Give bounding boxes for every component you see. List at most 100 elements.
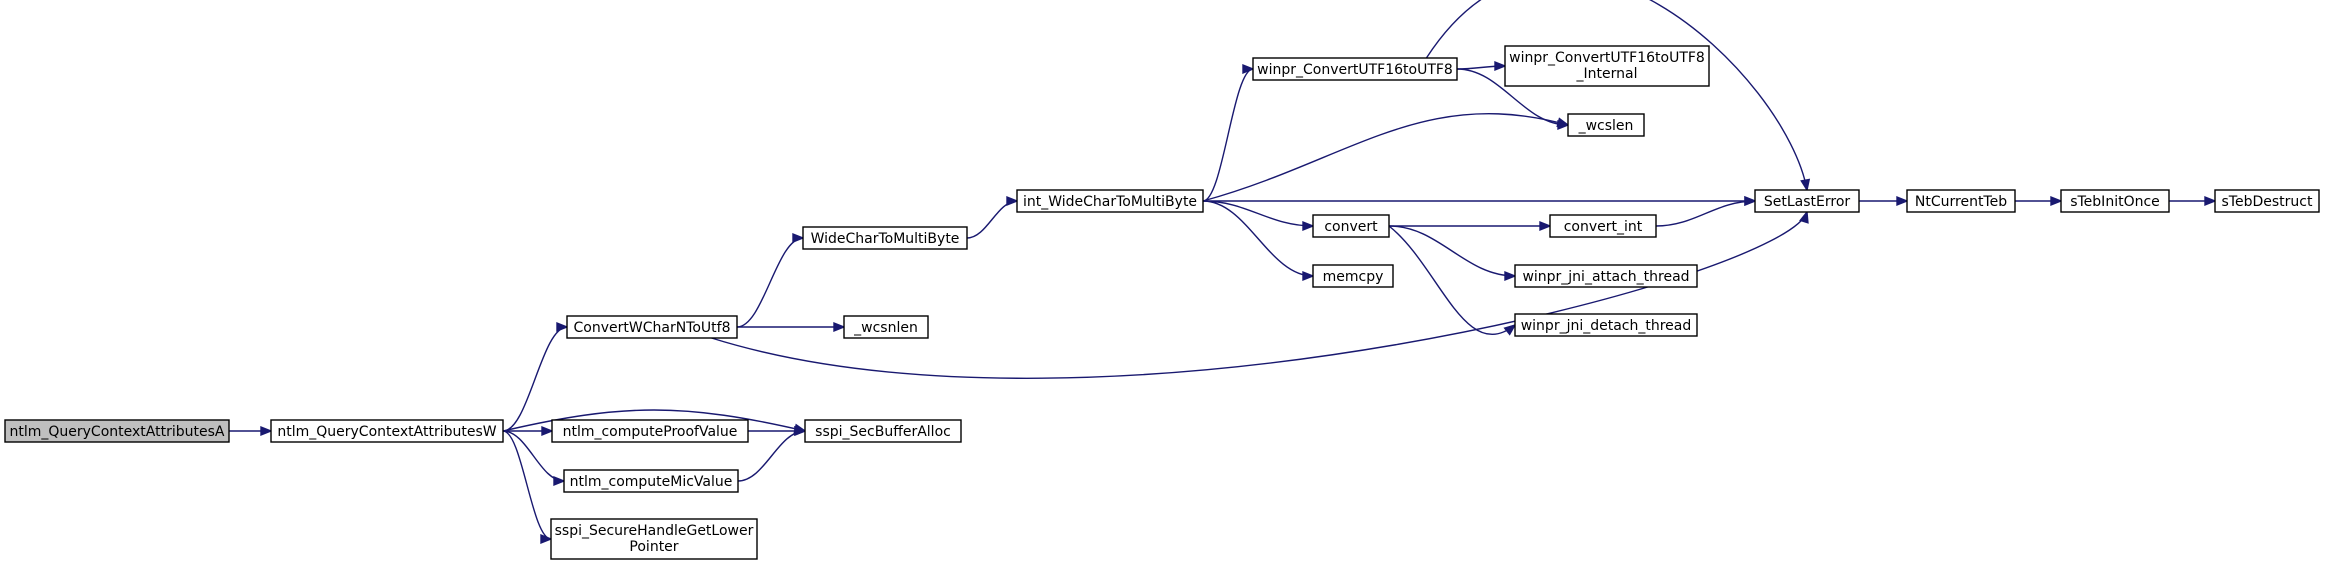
edge-line	[711, 211, 1808, 379]
node-label: memcpy	[1323, 269, 1384, 285]
node-nt-current-teb[interactable]: NtCurrentTeb	[1906, 189, 2016, 213]
node-label: _Internal	[1576, 66, 1638, 82]
edge-line	[1202, 200, 1314, 277]
edge-ntTeb-to-tebInit	[2015, 195, 2063, 207]
node-int-wide-char-to-multi-byte[interactable]: int_WideCharToMultiByte	[1016, 189, 1204, 213]
edge-arrowhead	[1557, 119, 1570, 131]
edge-arrowhead	[1302, 220, 1315, 232]
edge-arrowhead	[833, 321, 846, 333]
edge-arrowhead	[260, 425, 273, 437]
edge-intWide-to-wcslen	[1202, 113, 1570, 202]
edge-arrowhead	[1242, 63, 1255, 75]
node-s-teb-destruct[interactable]: sTebDestruct	[2214, 189, 2320, 213]
edge-arrowhead	[1799, 210, 1809, 224]
node-sspi-sec-buffer-alloc[interactable]: sspi_SecBufferAlloc	[804, 419, 962, 443]
edge-convWChar-to-wideChar	[736, 232, 805, 328]
edge-qcaW-to-mic	[502, 430, 566, 487]
edge-convert-to-detach	[1388, 225, 1517, 336]
edge-u16u8-to-wcslen	[1456, 68, 1570, 131]
edge-line	[966, 200, 1018, 239]
edge-arrowhead	[1503, 323, 1517, 336]
edge-line	[1425, 0, 1808, 191]
node-ntlm-query-context-attributes-a[interactable]: ntlm_QueryContextAttributesA	[4, 419, 230, 443]
edge-qcaA-to-qcaW	[229, 425, 273, 437]
edge-u16u8-to-u16u8i	[1456, 60, 1507, 72]
node-label: convert_int	[1564, 219, 1643, 235]
node-sspi-secure-handle-get-lower-pointer[interactable]: sspi_SecureHandleGetLower Pointer	[550, 518, 758, 560]
node-wcslen[interactable]: _wcslen	[1567, 113, 1645, 137]
edge-arrowhead	[794, 425, 807, 437]
node-memcpy[interactable]: memcpy	[1312, 264, 1394, 288]
edge-arrowhead	[1539, 220, 1552, 232]
edge-arrowhead	[1896, 195, 1909, 207]
edge-convWChar-to-wcsnlen	[737, 321, 846, 333]
edge-line	[1456, 68, 1569, 126]
node-label: ntlm_computeProofValue	[563, 424, 738, 440]
edge-line	[1202, 200, 1314, 227]
edge-mic-to-secBuf	[737, 425, 807, 482]
node-label: winpr_jni_detach_thread	[1521, 318, 1692, 334]
node-label: winpr_ConvertUTF16toUTF8	[1509, 50, 1705, 66]
node-set-last-error[interactable]: SetLastError	[1754, 189, 1860, 213]
edge-arrowhead	[541, 425, 554, 437]
node-label: ntlm_QueryContextAttributesA	[10, 424, 225, 440]
node-s-teb-init-once[interactable]: sTebInitOnce	[2060, 189, 2170, 213]
edge-convert-to-attach	[1388, 225, 1517, 282]
edge-arrowhead	[1302, 270, 1315, 282]
edge-line	[736, 237, 804, 328]
edge-line	[1202, 68, 1254, 202]
node-label: int_WideCharToMultiByte	[1023, 194, 1197, 210]
node-label: sspi_SecureHandleGetLower	[555, 523, 754, 539]
node-label: sspi_SecBufferAlloc	[815, 424, 951, 440]
edge-line	[1388, 225, 1516, 335]
edge-arrowhead	[2050, 195, 2063, 207]
node-label: _wcsnlen	[853, 320, 918, 336]
edge-arrowhead	[1504, 270, 1517, 282]
edge-u16u8-to-setLastError	[1425, 0, 1811, 192]
edge-line	[1655, 200, 1756, 227]
edge-intWide-to-convert	[1202, 200, 1315, 232]
edge-qcaW-to-convWChar	[502, 321, 569, 432]
edge-arrowhead	[1744, 195, 1757, 207]
node-convert[interactable]: convert	[1312, 214, 1390, 238]
edges-layer	[229, 0, 2217, 545]
node-wcsnlen[interactable]: _wcsnlen	[843, 315, 929, 339]
edge-line	[502, 326, 568, 432]
edge-convWChar-to-setLastError	[711, 210, 1809, 379]
node-label: NtCurrentTeb	[1915, 194, 2007, 210]
edge-arrowhead	[1800, 178, 1811, 192]
node-winpr-convert-utf16-to-utf8-internal[interactable]: winpr_ConvertUTF16toUTF8 _Internal	[1504, 45, 1710, 87]
node-label: ConvertWCharNToUtf8	[574, 320, 731, 336]
edge-line	[502, 430, 552, 540]
edge-intWide-to-u16u8	[1202, 63, 1255, 202]
node-winpr-jni-detach-thread[interactable]: winpr_jni_detach_thread	[1514, 313, 1698, 337]
edge-qcaW-to-secureHandle	[502, 430, 553, 545]
node-ntlm-query-context-attributes-w[interactable]: ntlm_QueryContextAttributesW	[270, 419, 504, 443]
edge-line	[502, 409, 806, 432]
node-ntlm-compute-mic-value[interactable]: ntlm_computeMicValue	[563, 469, 739, 493]
edge-line	[1388, 225, 1516, 277]
node-wide-char-to-multi-byte[interactable]: WideCharToMultiByte	[802, 226, 968, 250]
edge-intWide-to-setLastError	[1203, 195, 1757, 207]
node-label: _wcslen	[1578, 118, 1634, 134]
edge-arrowhead	[2204, 195, 2217, 207]
node-label: ntlm_QueryContextAttributesW	[277, 424, 496, 440]
node-label: winpr_jni_attach_thread	[1522, 269, 1689, 285]
edge-arrowhead	[1006, 195, 1019, 207]
node-label: sTebDestruct	[2222, 194, 2313, 210]
node-winpr-jni-attach-thread[interactable]: winpr_jni_attach_thread	[1514, 264, 1698, 288]
edge-arrowhead	[556, 321, 569, 333]
node-label: convert	[1324, 219, 1378, 235]
nodes-layer: ntlm_QueryContextAttributesA ntlm_QueryC…	[4, 45, 2320, 560]
edge-wideChar-to-intWide	[966, 195, 1019, 239]
node-ntlm-compute-proof-value[interactable]: ntlm_computeProofValue	[551, 419, 749, 443]
node-convert-int[interactable]: convert_int	[1549, 214, 1657, 238]
node-label: WideCharToMultiByte	[811, 231, 960, 247]
node-winpr-convert-utf16-to-utf8[interactable]: winpr_ConvertUTF16toUTF8	[1252, 57, 1458, 81]
edge-arrowhead	[540, 533, 553, 545]
node-label: SetLastError	[1764, 194, 1851, 210]
edge-line	[1202, 113, 1569, 202]
node-convert-wchar-n-to-utf8[interactable]: ConvertWCharNToUtf8	[566, 315, 738, 339]
edge-convInt-to-setLastError	[1655, 195, 1757, 227]
